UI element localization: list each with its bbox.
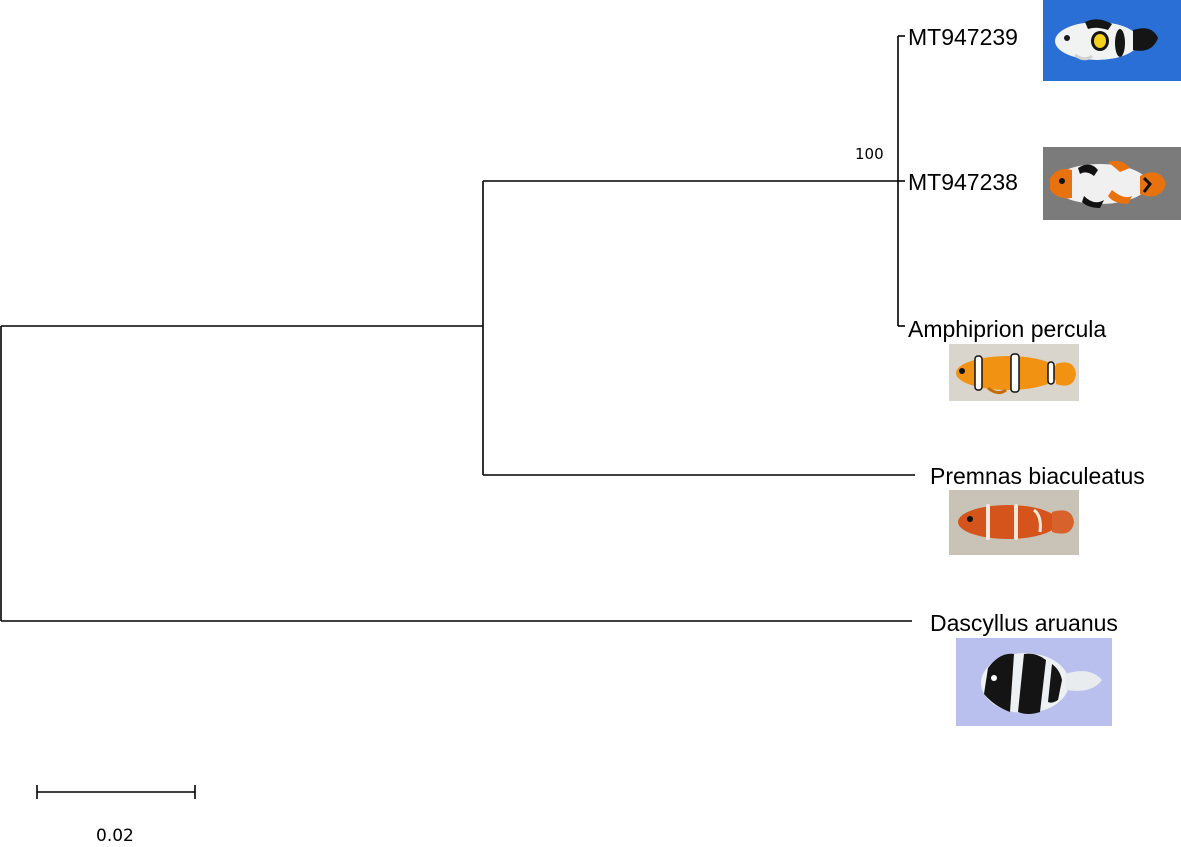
white-black-clownfish-photo <box>1043 0 1181 81</box>
taxon-label-amphiprion-percula: Amphiprion percula <box>908 316 1106 342</box>
taxon-label-mt947238: MT947238 <box>908 169 1018 195</box>
scale-bar-label: 0.02 <box>96 826 134 846</box>
tree-branches <box>0 35 915 622</box>
taxon-label-premnas-biaculeatus: Premnas biaculeatus <box>930 463 1145 489</box>
orange-clownfish-photo <box>949 344 1079 401</box>
taxon-label-dascyllus-aruanus: Dascyllus aruanus <box>930 610 1118 636</box>
orange-white-clownfish-photo <box>1043 147 1181 220</box>
humbug-damselfish-photo <box>956 638 1112 726</box>
taxon-label-mt947239: MT947239 <box>908 24 1018 50</box>
scale-bar <box>36 785 196 799</box>
maroon-clownfish-photo <box>949 490 1079 555</box>
bootstrap-value: 100 <box>855 145 884 163</box>
